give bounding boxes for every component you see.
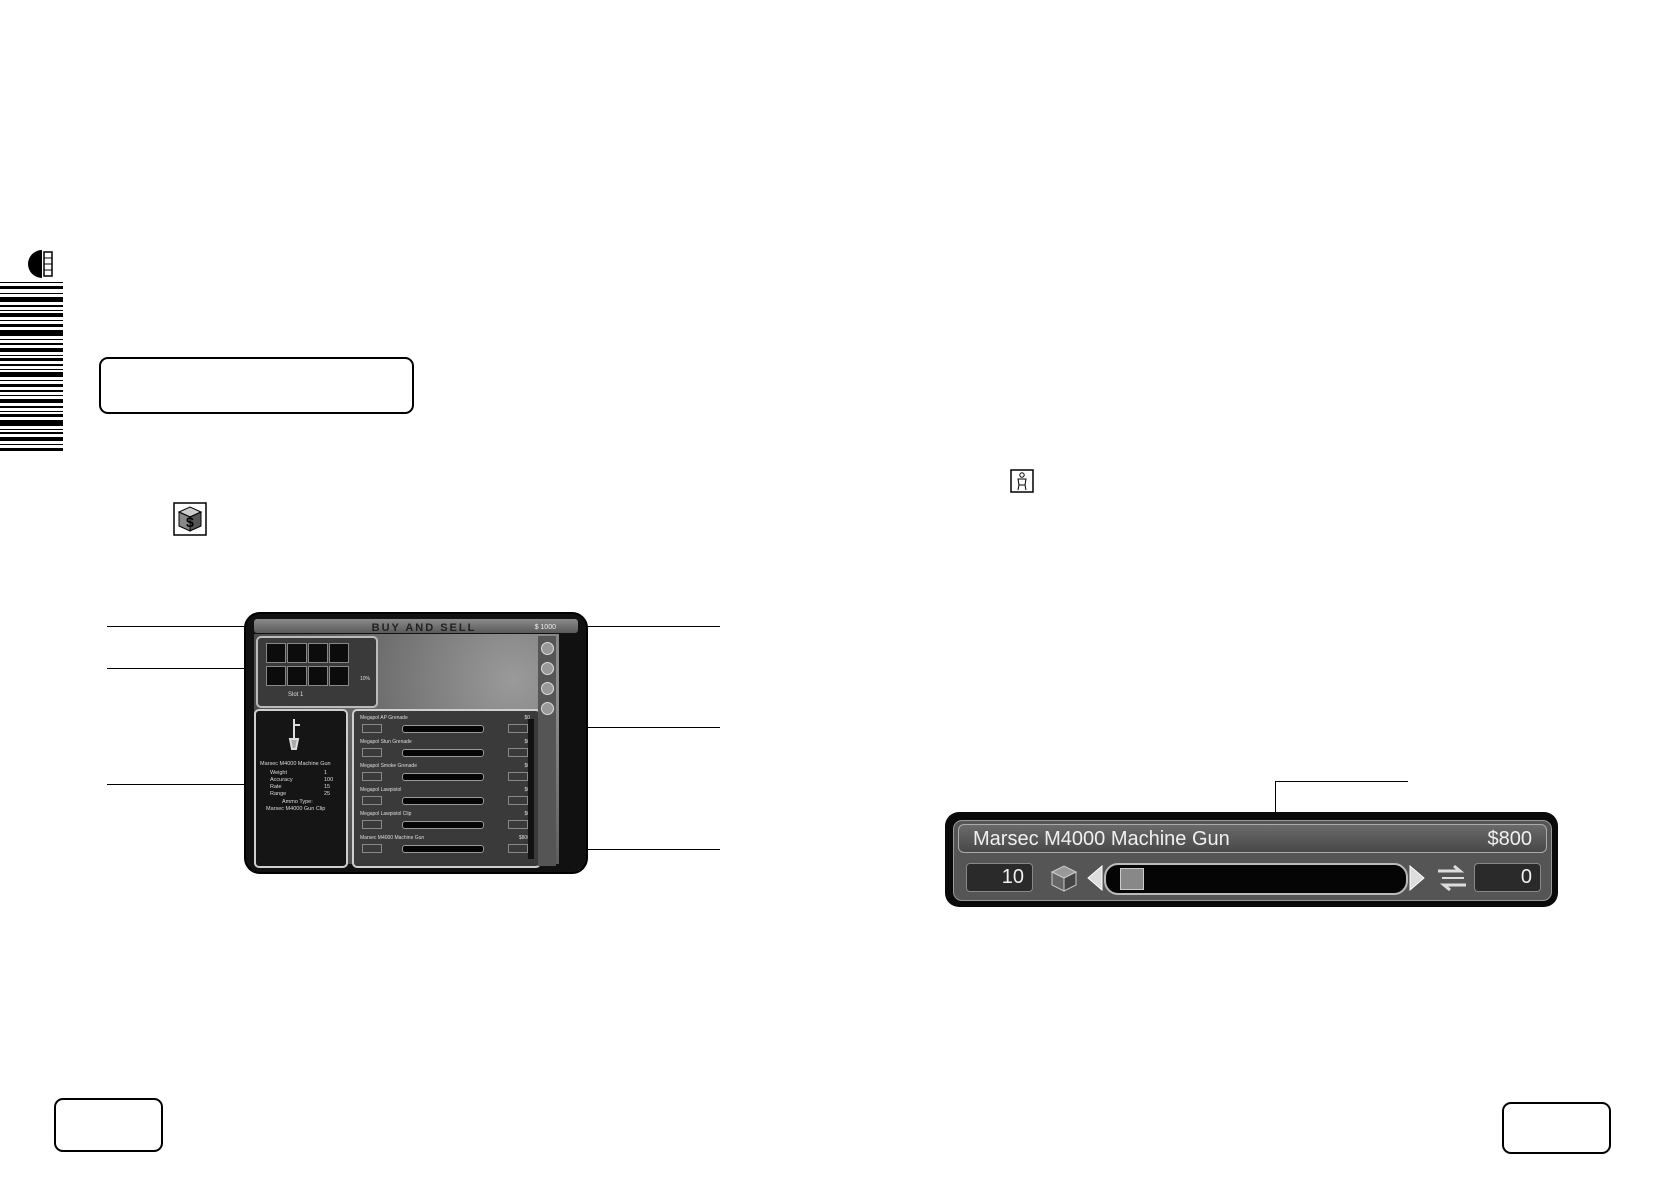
money-display: $ 1000 [534, 624, 556, 631]
item-price: $800 [518, 835, 530, 841]
inventory-panel: Slot 1 10% [256, 636, 378, 708]
qty-slider[interactable] [402, 845, 484, 853]
side-toolbar [538, 636, 556, 866]
item-list-panel: Megapol AP Grenade $0 Megapol Stun Grena… [352, 709, 541, 868]
item-price: $0 [524, 739, 530, 745]
qty-box [508, 820, 528, 829]
trade-bar: Marsec M4000 Machine Gun $800 10 0 [945, 812, 1558, 907]
page-number-box-right [1502, 1102, 1611, 1154]
sell-quantity: 0 [1520, 866, 1532, 888]
trade-item-price: $800 [1487, 828, 1533, 850]
callout-line [550, 626, 720, 627]
item-name: Megapol Stun Grenade [360, 739, 412, 745]
qty-slider[interactable] [402, 749, 484, 757]
callout-line [107, 626, 251, 627]
slider-knob[interactable] [1120, 868, 1144, 890]
toolbar-icon[interactable] [541, 682, 554, 695]
qty-box [362, 772, 382, 781]
trade-item-name: Marsec M4000 Machine Gun [973, 828, 1230, 850]
cube-icon [1050, 865, 1078, 892]
item-price: $0 [524, 763, 530, 769]
inventory-slot[interactable] [287, 643, 307, 663]
stat-label: Accuracy [270, 777, 293, 783]
sell-quantity-field: 0 [1474, 863, 1541, 892]
qty-box [362, 724, 382, 733]
buy-sell-screenshot: BUY AND SELL $ 1000 Slot 1 10% Marsec M4… [244, 612, 588, 874]
qty-box [508, 844, 528, 853]
trade-header: Marsec M4000 Machine Gun $800 [958, 824, 1547, 853]
inventory-slot[interactable] [287, 666, 307, 686]
item-price: $0 [524, 787, 530, 793]
stat-value: 25 [324, 791, 331, 797]
toolbar-icon[interactable] [541, 702, 554, 715]
list-scrollbar[interactable] [528, 719, 534, 859]
qty-slider[interactable] [402, 773, 484, 781]
qty-slider[interactable] [402, 797, 484, 805]
item-price: $0 [524, 715, 530, 721]
callout-line [566, 727, 720, 728]
item-name: Megapol Lawpistol [360, 787, 402, 793]
qty-box [508, 724, 528, 733]
list-item[interactable]: Megapol Stun Grenade $0 [358, 738, 534, 760]
slider-right-arrow[interactable] [1406, 863, 1428, 893]
list-item[interactable]: Megapol Lawpistol Clip $0 [358, 810, 534, 832]
barcode-tab [0, 250, 63, 451]
title-bar: BUY AND SELL $ 1000 [254, 619, 578, 634]
page-number-box-left [54, 1098, 163, 1152]
list-item[interactable]: Megapol Smoke Grenade $0 [358, 762, 534, 784]
callout-line [1275, 781, 1408, 782]
qty-slider[interactable] [402, 725, 484, 733]
svg-text:$: $ [186, 514, 194, 530]
callout-line [107, 668, 275, 669]
stats-item-name: Marsec M4000 Machine Gun [260, 761, 331, 767]
toolbar-icon[interactable] [541, 642, 554, 655]
stat-value: 1 [324, 770, 328, 776]
ammo-value: Marsec M4000 Gun Clip [266, 806, 326, 812]
item-name: Marsec M4000 Machine Gun [360, 835, 425, 841]
weapon-image [288, 719, 300, 750]
qty-slider[interactable] [402, 821, 484, 829]
ammo-label: Ammo Type: [282, 799, 313, 805]
inventory-slot[interactable] [308, 666, 328, 686]
owned-quantity: 10 [1001, 866, 1024, 888]
person-icon [1010, 469, 1034, 493]
qty-box [362, 844, 382, 853]
item-name: Megapol Lawpistol Clip [360, 811, 412, 817]
list-item[interactable]: Megapol AP Grenade $0 [358, 714, 534, 736]
item-price: $0 [524, 811, 530, 817]
item-name: Megapol AP Grenade [360, 715, 408, 721]
inventory-label: Slot 1 [288, 692, 304, 698]
inventory-slot[interactable] [266, 643, 286, 663]
quantity-slider[interactable] [1104, 863, 1408, 895]
item-stats-panel: Marsec M4000 Machine Gun Weight 1 Accura… [254, 709, 348, 868]
slider-left-arrow[interactable] [1084, 863, 1106, 893]
callout-line [107, 784, 277, 785]
qty-box [508, 748, 528, 757]
qty-box [362, 820, 382, 829]
qty-box [508, 796, 528, 805]
stat-label: Weight [270, 770, 288, 776]
toolbar-icon[interactable] [541, 662, 554, 675]
inventory-slot[interactable] [308, 643, 328, 663]
stat-label: Rate [270, 784, 282, 790]
inventory-percent: 10% [360, 676, 371, 682]
list-item[interactable]: Marsec M4000 Machine Gun $800 [358, 834, 534, 856]
qty-box [508, 772, 528, 781]
section-header-box [99, 357, 414, 414]
stat-label: Range [270, 791, 287, 797]
sell-arrow-icon [1438, 864, 1466, 892]
screen-title: BUY AND SELL [371, 622, 477, 634]
sell-cube-icon: $ [173, 502, 207, 536]
inventory-slot[interactable] [266, 666, 286, 686]
inventory-slot[interactable] [329, 666, 349, 686]
stat-value: 15 [324, 784, 331, 790]
list-item[interactable]: Megapol Lawpistol $0 [358, 786, 534, 808]
inventory-slot[interactable] [329, 643, 349, 663]
stat-value: 100 [324, 777, 334, 783]
item-name: Megapol Smoke Grenade [360, 763, 417, 769]
qty-box [362, 796, 382, 805]
qty-box [362, 748, 382, 757]
owned-quantity-field: 10 [966, 863, 1033, 892]
